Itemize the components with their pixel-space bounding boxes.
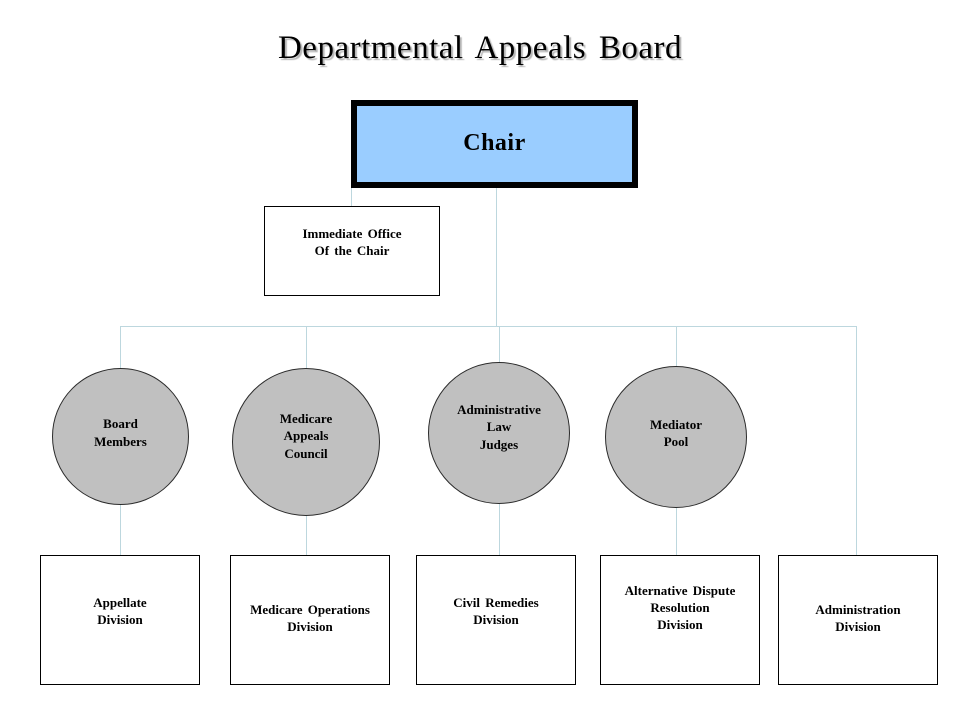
node-medicare-operations-division-label: Medicare Operations Division <box>250 602 370 635</box>
page-title: Departmental Appeals Board <box>277 30 683 66</box>
node-civil-remedies-division[interactable]: Civil Remedies Division <box>416 555 576 685</box>
node-chair[interactable]: Chair <box>351 100 638 188</box>
node-board-members[interactable]: Board Members <box>52 368 189 505</box>
connector-bar-to-board-members <box>120 326 121 378</box>
connector-bar-to-mediator-pool <box>676 326 677 370</box>
node-immediate-office-label: Immediate Office Of the Chair <box>302 226 402 259</box>
connector-medicare-appeals-council-to-medicare-operations-division <box>306 512 307 555</box>
node-appellate-division-label: Appellate Division <box>93 595 147 628</box>
connector-board-members-to-appellate-division <box>120 500 121 555</box>
node-mediator-pool[interactable]: Mediator Pool <box>605 366 747 508</box>
connector-bar-to-administrative-law-judges <box>499 326 500 363</box>
node-medicare-appeals-council-label: Medicare Appeals Council <box>279 411 333 461</box>
node-civil-remedies-division-label: Civil Remedies Division <box>453 595 539 628</box>
node-board-members-label: Board Members <box>94 416 147 449</box>
node-chair-label: Chair <box>463 130 526 157</box>
node-medicare-appeals-council[interactable]: Medicare Appeals Council <box>232 368 380 516</box>
node-medicare-operations-division[interactable]: Medicare Operations Division <box>230 555 390 685</box>
node-appellate-division[interactable]: Appellate Division <box>40 555 200 685</box>
node-alternative-dispute-resolution-division[interactable]: Alternative Dispute Resolution Division <box>600 555 760 685</box>
node-immediate-office-of-the-chair[interactable]: Immediate Office Of the Chair <box>264 206 440 296</box>
connector-chair-trunk <box>496 188 497 326</box>
node-alternative-dispute-resolution-division-label: Alternative Dispute Resolution Division <box>624 583 736 633</box>
node-administration-division[interactable]: Administration Division <box>778 555 938 685</box>
connector-administrative-law-judges-to-civil-remedies-division <box>499 500 500 555</box>
connector-mediator-pool-to-alternative-dispute-resolution-division <box>676 506 677 555</box>
node-administrative-law-judges[interactable]: Administrative Law Judges <box>428 362 570 504</box>
connector-chair-to-immediate-office <box>351 188 352 206</box>
node-mediator-pool-label: Mediator Pool <box>650 416 702 449</box>
connector-bar-to-administration-division <box>856 326 857 555</box>
node-administrative-law-judges-label: Administrative Law Judges <box>457 402 541 452</box>
node-administration-division-label: Administration Division <box>815 602 901 635</box>
connector-distribution-bar <box>120 326 857 327</box>
connector-bar-to-medicare-appeals-council <box>306 326 307 372</box>
